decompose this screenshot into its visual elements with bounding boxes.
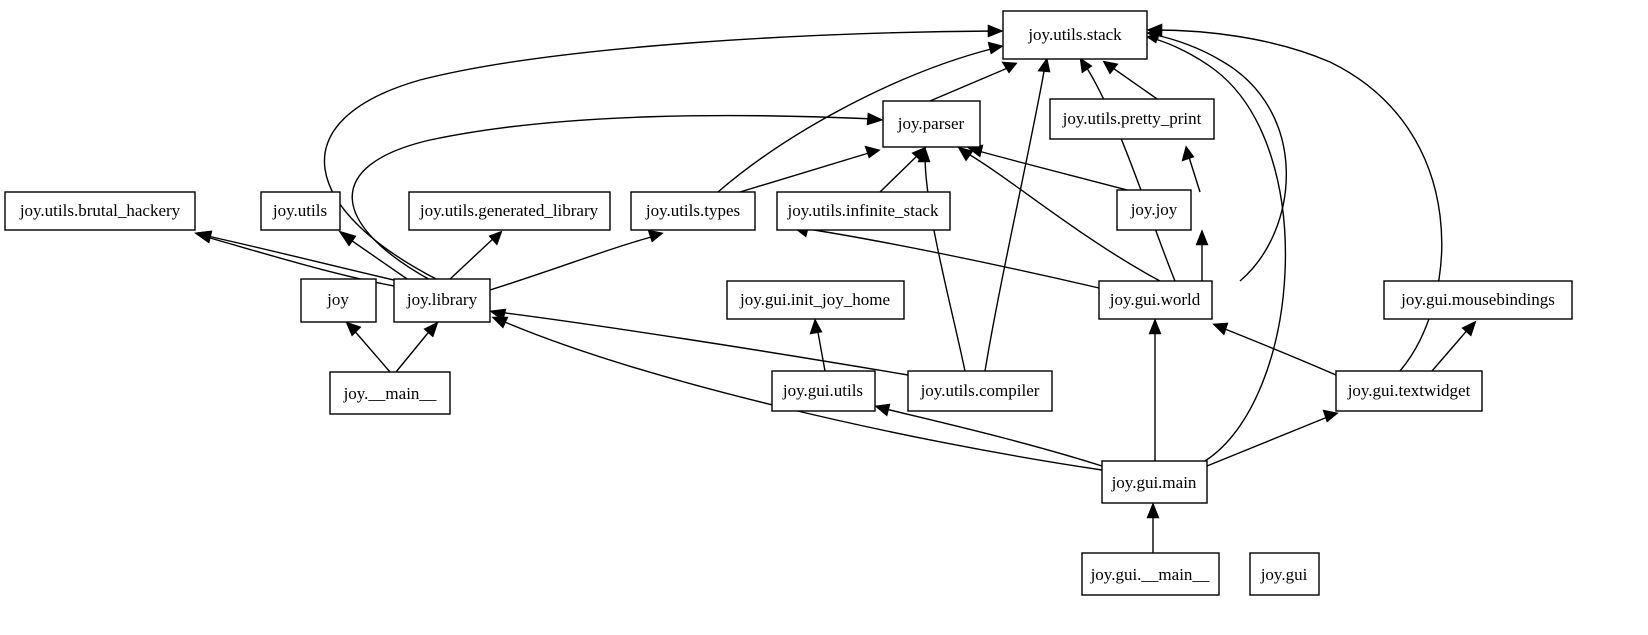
node-joy[interactable]: joy: [300, 278, 377, 323]
edge-joy-utils-types-to-joy-parser: [739, 145, 881, 193]
node-joy-gui-world[interactable]: joy.gui.world: [1098, 280, 1213, 320]
node-joy-gui-dunder-main[interactable]: joy.gui.__main__: [1081, 552, 1220, 596]
node-layer: joy.utils.stack joy.parser joy.utils.pre…: [4, 10, 1573, 596]
node-joy-parser[interactable]: joy.parser: [882, 100, 981, 148]
edge-joy-utils-pretty-print-to-joy-utils-stack: [1102, 60, 1161, 102]
edge-joy-gui-main-to-joy-gui-utils: [874, 403, 1103, 467]
edge-joy-utils-compiler-to-joy-utils-stack: [984, 57, 1051, 372]
node-joy-gui-utils[interactable]: joy.gui.utils: [771, 370, 876, 412]
node-joy-utils-generated-library[interactable]: joy.utils.generated_library: [408, 191, 611, 231]
edge-joy-gui-world-to-joy-utils-types: [792, 224, 1100, 289]
edge-joy-utils-compiler-to-joy-parser: [917, 146, 966, 372]
node-joy-utils-pretty-print[interactable]: joy.utils.pretty_print: [1049, 98, 1215, 140]
edge-joy-gui-main-to-joy-gui-world: [1148, 318, 1162, 461]
edge-joy-gui-textwidget-to-joy-gui-world: [1212, 322, 1337, 376]
edge-joy-library-to-joy-utils: [338, 230, 411, 282]
edge-joy-parser-to-joy-utils-stack: [929, 61, 1018, 102]
node-joy-utils[interactable]: joy.utils: [260, 191, 341, 231]
edge-joy-library-to-joy-parser: [351, 112, 884, 282]
node-joy-utils-brutal-hackery[interactable]: joy.utils.brutal_hackery: [4, 191, 196, 231]
edge-joy-gui-world-to-joy-parser: [957, 146, 1161, 282]
edge-joy-utils-infinite-stack-to-joy-parser: [879, 146, 927, 193]
edge-joy-library-to-joy-utils-brutal-hackery-2: [194, 230, 399, 282]
edge-joy-main-to-joy: [345, 321, 391, 373]
node-joy-library[interactable]: joy.library: [393, 278, 491, 323]
edge-joy-gui-textwidget-to-joy-gui-mousebindings: [1431, 320, 1477, 372]
edge-joy-library-to-joy-utils-stack: [323, 24, 1004, 282]
node-joy-gui-mousebindings[interactable]: joy.gui.mousebindings: [1383, 280, 1573, 320]
node-joy-utils-stack[interactable]: joy.utils.stack: [1002, 10, 1148, 60]
node-joy-gui-textwidget[interactable]: joy.gui.textwidget: [1335, 370, 1483, 412]
edge-joy-gui-main-to-joy-gui-textwidget: [1206, 409, 1339, 467]
edge-joy-gui-utils-to-joy-gui-init-joy-home: [809, 318, 826, 372]
edge-joy-gui-main-to-joy-utils-stack: [1146, 30, 1287, 462]
edge-joy-main-to-joy-library: [395, 321, 439, 373]
edge-joy-gui-world-to-joy-utils-stack: [1079, 57, 1176, 282]
edge-joy-utils-types-to-joy-utils-stack: [717, 41, 1004, 193]
node-joy-gui-main[interactable]: joy.gui.main: [1101, 460, 1208, 504]
node-joy-utils-types[interactable]: joy.utils.types: [630, 191, 756, 231]
edge-joy-gui-world-to-joy-joy: [1195, 229, 1209, 281]
edge-joy-library-to-joy-utils-types: [489, 229, 664, 291]
node-joy-joy[interactable]: joy.joy: [1116, 189, 1192, 231]
edge-joy-gui-world-to-joy-utils-stack-2: [1146, 26, 1287, 282]
edge-joy-library-to-joy-utils-generated-library: [447, 230, 503, 282]
node-joy-gui[interactable]: joy.gui: [1249, 552, 1320, 596]
node-joy-utils-infinite-stack[interactable]: joy.utils.infinite_stack: [776, 191, 951, 231]
edge-joy-gui-main-module-to-joy-gui-main: [1146, 502, 1160, 553]
node-joy-utils-compiler[interactable]: joy.utils.compiler: [907, 370, 1053, 412]
node-joy-dunder-main[interactable]: joy.__main__: [329, 371, 451, 415]
node-joy-gui-init-joy-home[interactable]: joy.gui.init_joy_home: [726, 280, 905, 320]
edge-joy-joy-to-joy-utils-pretty-print: [1181, 145, 1201, 193]
